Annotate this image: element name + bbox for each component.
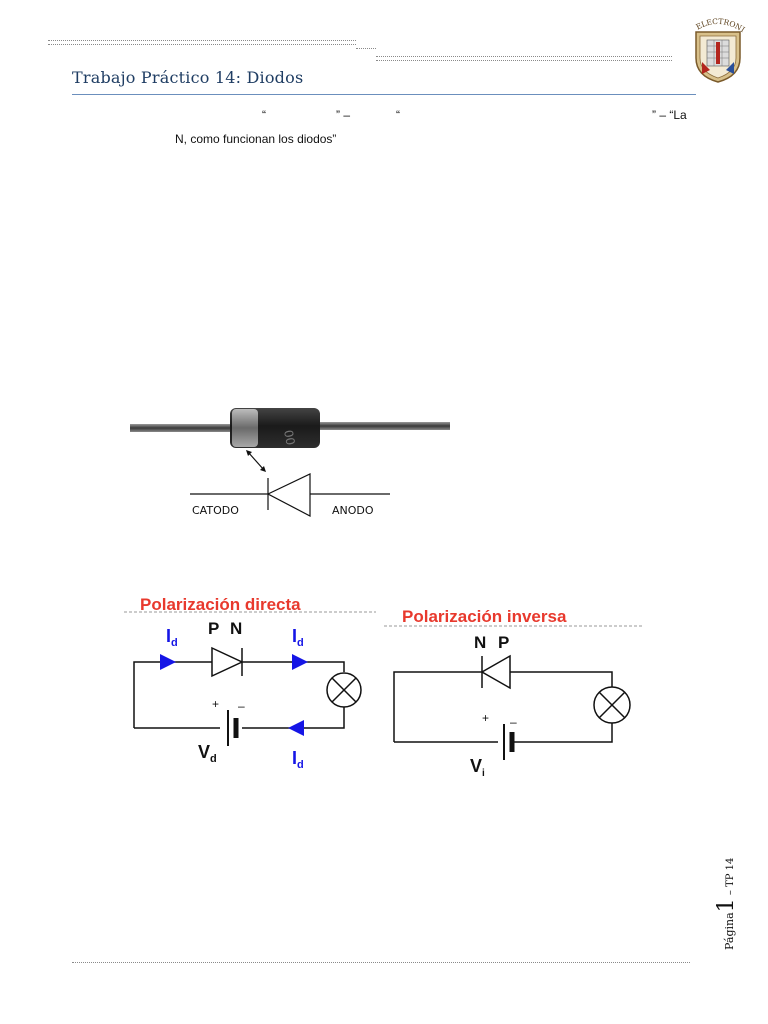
current-label-right: Id xyxy=(292,626,304,649)
direct-p-label: P xyxy=(208,619,219,638)
inverse-minus: – xyxy=(510,715,517,729)
direct-n-label: N xyxy=(230,619,242,638)
diode-symbol xyxy=(190,473,390,517)
logo-text: ELECTRONICA xyxy=(688,12,747,34)
band-indicator-arrow xyxy=(247,451,265,471)
header-dotted-line-3 xyxy=(356,48,376,49)
inverse-lamp-icon xyxy=(593,686,631,724)
footer-dotted-line xyxy=(72,962,690,963)
inverse-battery-icon xyxy=(503,724,515,760)
header-dotted-line-5 xyxy=(376,60,672,61)
doc-reference: TP 14 xyxy=(725,857,736,887)
current-arrow-bottom xyxy=(288,720,304,736)
page-number-footer: Página1 – TP 14 xyxy=(700,850,760,960)
direct-diode-symbol xyxy=(211,646,244,678)
cathode-label: CATODO xyxy=(192,504,239,517)
page-number: 1 xyxy=(714,898,739,913)
page-word: Página xyxy=(723,912,736,950)
title-rule xyxy=(72,94,696,95)
current-arrow-right xyxy=(292,654,308,670)
diode-photo: 00 xyxy=(130,408,450,448)
quote-fragment-2: ” – xyxy=(336,108,351,122)
inverse-n-label: N xyxy=(474,633,486,652)
quote-fragment-4: ” – “La xyxy=(652,108,687,122)
inverse-p-label: P xyxy=(498,633,509,652)
inverse-plus: + xyxy=(482,711,489,725)
header-dotted-line-1 xyxy=(48,40,356,41)
quote-fragment-1: “ xyxy=(262,108,266,122)
circuit-direct-title: Polarización directa xyxy=(140,595,301,614)
page-dash: – xyxy=(725,886,736,899)
university-logo: ELECTRONICA xyxy=(688,12,747,83)
header-dotted-line-2 xyxy=(48,44,356,45)
direct-voltage-label: Vd xyxy=(198,742,217,765)
page-title: Trabajo Práctico 14: Diodos xyxy=(72,68,304,87)
diode-figure: 00 CATODO ANODO xyxy=(130,408,450,517)
header-dotted-line-4 xyxy=(376,56,672,57)
current-label-bottom: Id xyxy=(292,748,304,771)
direct-plus: + xyxy=(212,697,219,711)
svg-text:00: 00 xyxy=(281,429,297,446)
inverse-voltage-label: Vi xyxy=(470,756,485,779)
current-label-left: Id xyxy=(166,626,178,649)
anode-label: ANODO xyxy=(332,504,374,517)
circuit-inverse-title: Polarización inversa xyxy=(402,607,567,626)
inverse-diode-symbol xyxy=(480,654,511,690)
direct-lamp-icon xyxy=(326,672,362,708)
circuit-inverse-bias: Polarización inversa N P + – Vi xyxy=(384,607,642,779)
direct-battery-icon xyxy=(227,710,239,746)
quote-fragment-3: “ xyxy=(396,108,400,122)
direct-minus: – xyxy=(238,699,245,713)
circuit-direct-bias: Polarización directa P N + – Vd Id Id Id xyxy=(124,595,376,771)
current-arrow-left xyxy=(160,654,176,670)
body-text-line: N, como funcionan los diodos” xyxy=(175,132,337,146)
